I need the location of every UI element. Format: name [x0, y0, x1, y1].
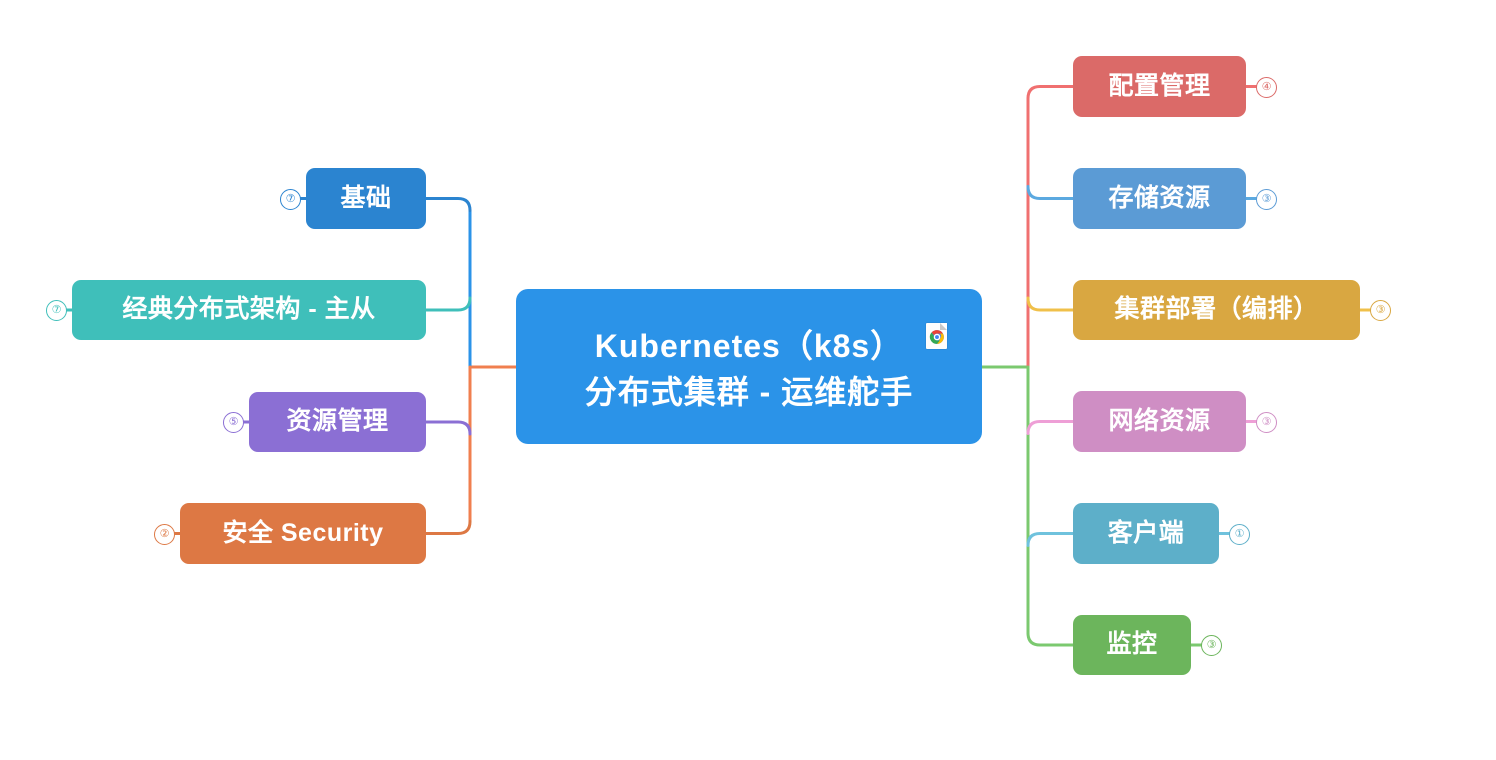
branch-node-label: 安全 Security — [222, 518, 384, 547]
branch-node-ziyuan-guanli[interactable]: 资源管理 — [249, 392, 426, 452]
central-node-title-line2: 分布式集群 - 运维舵手 — [584, 373, 914, 410]
central-node[interactable]: Kubernetes（k8s） 分布式集群 - 运维舵手 — [516, 289, 982, 444]
edge-left-stub-jingdian-fenbushi-jiagou — [424, 296, 472, 312]
branch-node-peizhi-guanli[interactable]: 配置管理 — [1073, 56, 1246, 117]
edge-left-stub-anquan-security — [424, 520, 472, 535]
branch-node-label: 存储资源 — [1108, 183, 1211, 212]
child-count-badge-kehuduan[interactable]: ① — [1229, 524, 1250, 545]
child-count-badge-jiankong[interactable]: ③ — [1201, 635, 1222, 656]
edge-right-stub-wangluo-ziyuan — [1026, 420, 1075, 435]
branch-node-kehuduan[interactable]: 客户端 — [1073, 503, 1219, 564]
branch-node-label: 客户端 — [1107, 518, 1185, 547]
branch-node-wangluo-ziyuan[interactable]: 网络资源 — [1073, 391, 1246, 452]
branch-node-label: 资源管理 — [286, 407, 389, 436]
child-count-badge-wangluo-ziyuan[interactable]: ③ — [1256, 412, 1277, 433]
edge-right-stub-jiqun-bushu — [1026, 296, 1075, 312]
branch-node-anquan-security[interactable]: 安全 Security — [180, 503, 426, 564]
branch-node-jiankong[interactable]: 监控 — [1073, 615, 1191, 675]
central-node-text: Kubernetes（k8s） 分布式集群 - 运维舵手 — [584, 321, 948, 413]
branch-node-label: 网络资源 — [1108, 406, 1211, 435]
branch-node-label: 基础 — [340, 183, 392, 212]
branch-node-jichu[interactable]: 基础 — [306, 168, 426, 229]
branch-node-cunchu-ziyuan[interactable]: 存储资源 — [1073, 168, 1246, 229]
child-count-badge-jingdian-fenbushi-jiagou[interactable]: ⑦ — [46, 300, 67, 321]
child-count-badge-cunchu-ziyuan[interactable]: ③ — [1256, 189, 1277, 210]
chrome-html-document-icon — [926, 322, 948, 349]
child-count-badge-jichu[interactable]: ⑦ — [280, 189, 301, 210]
branch-node-label: 经典分布式架构 - 主从 — [122, 295, 376, 324]
branch-node-label: 配置管理 — [1108, 71, 1211, 100]
branch-node-label: 监控 — [1106, 630, 1158, 659]
branch-node-jingdian-fenbushi-jiagou[interactable]: 经典分布式架构 - 主从 — [72, 280, 426, 340]
child-count-badge-jiqun-bushu[interactable]: ③ — [1370, 300, 1391, 321]
central-node-title-line1: Kubernetes（k8s） — [594, 327, 904, 364]
child-count-badge-anquan-security[interactable]: ② — [154, 524, 175, 545]
child-count-badge-peizhi-guanli[interactable]: ④ — [1256, 77, 1277, 98]
edge-right-stub-kehuduan — [1026, 532, 1075, 547]
edge-left-stub-ziyuan-guanli — [424, 420, 472, 436]
branch-node-jiqun-bushu[interactable]: 集群部署（编排） — [1073, 280, 1360, 340]
edge-right-stub-jiankong — [1026, 631, 1075, 647]
branch-node-label: 集群部署（编排） — [1114, 295, 1319, 324]
edge-right-stub-peizhi-guanli — [1026, 85, 1075, 100]
child-count-badge-ziyuan-guanli[interactable]: ⑤ — [223, 412, 244, 433]
edge-right-stub-cunchu-ziyuan — [1026, 185, 1075, 200]
edge-left-stub-jichu — [424, 197, 472, 212]
